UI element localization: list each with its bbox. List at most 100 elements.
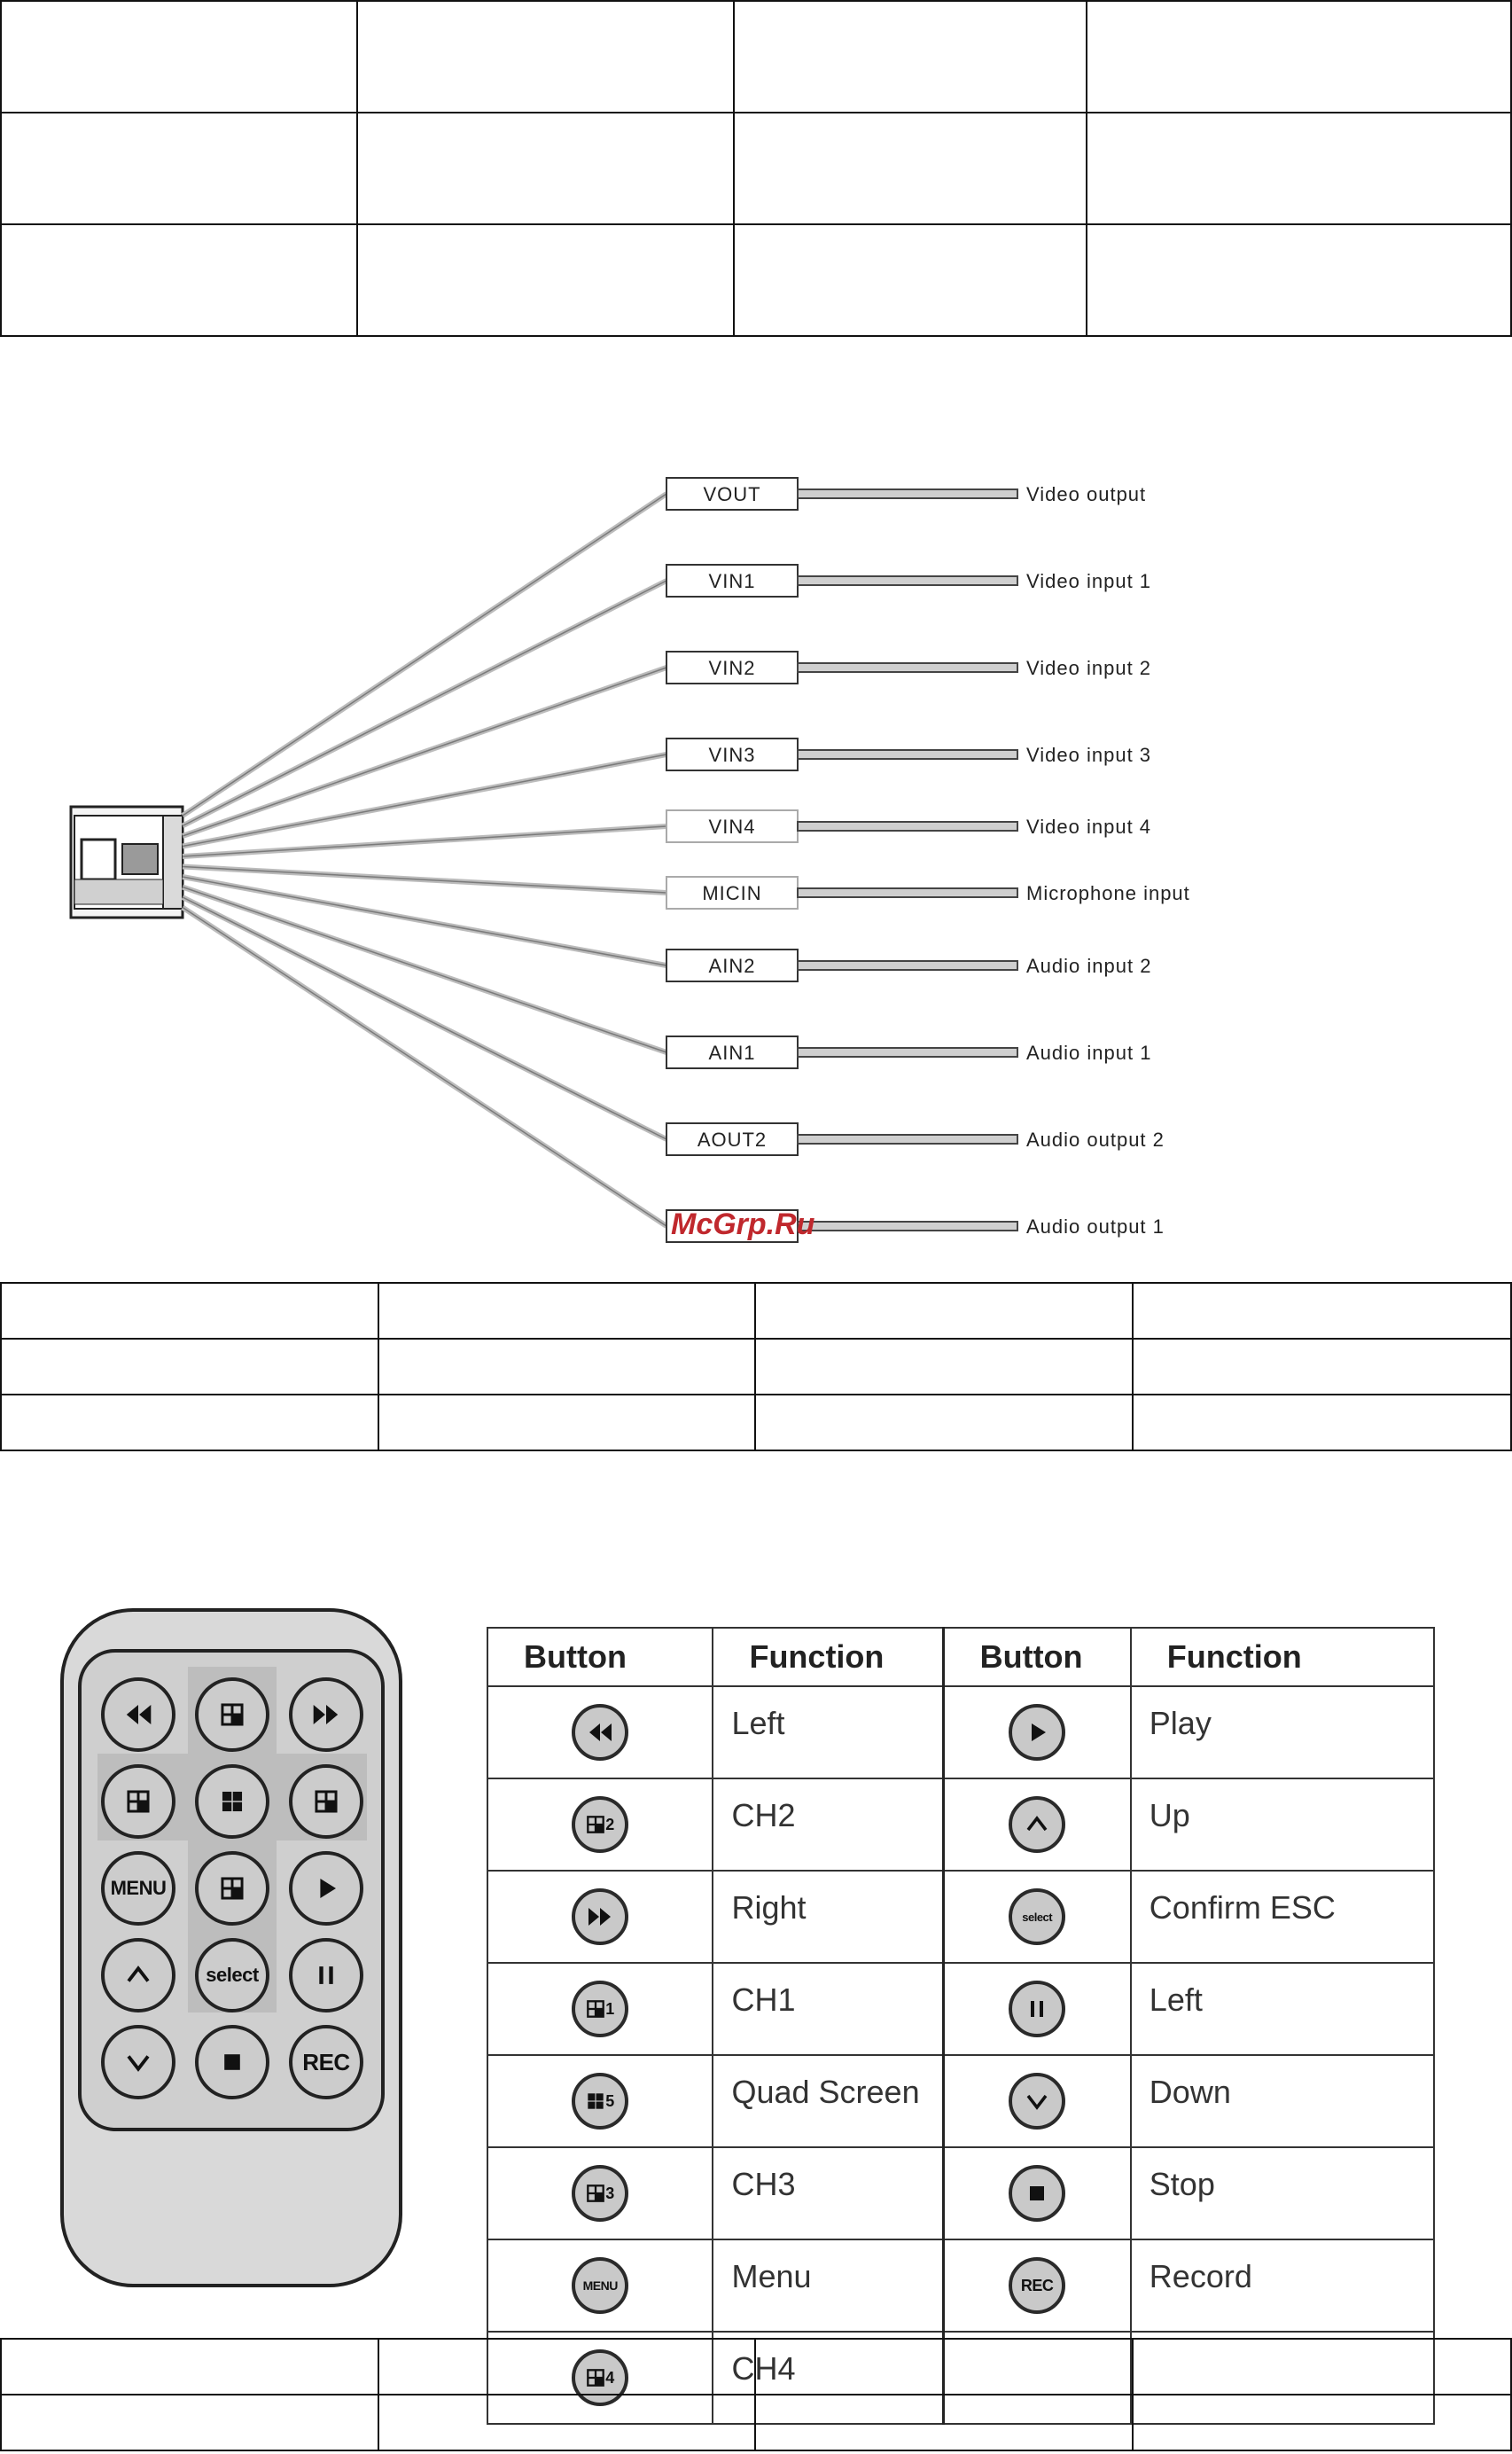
cable	[797, 1221, 1018, 1231]
table-row	[0, 1394, 1512, 1451]
cable	[797, 1134, 1018, 1145]
down-icon	[1009, 2073, 1066, 2130]
stop-icon	[1009, 2165, 1066, 2222]
table-cell	[754, 1394, 1134, 1451]
table-row	[0, 1282, 1512, 1340]
connector-label-box	[666, 949, 799, 982]
function-cell: Play	[1129, 1685, 1436, 1779]
remote-menu-button: MENU	[101, 1851, 175, 1926]
button-cell: 2	[486, 1778, 714, 1872]
remote-ch2-button	[195, 1677, 269, 1752]
table-row	[0, 2394, 1512, 2451]
connector-label: VIN3	[709, 744, 756, 766]
rewind-icon	[572, 1704, 629, 1761]
table-cell	[355, 0, 736, 113]
button-cell: REC	[941, 2239, 1132, 2333]
connector-label: AIN2	[709, 955, 756, 977]
connector-label-box	[666, 1209, 799, 1243]
table-cell	[377, 1394, 756, 1451]
down-icon	[103, 2027, 174, 2098]
header-button: Button	[486, 1627, 714, 1687]
rec-icon: REC	[1009, 2257, 1066, 2314]
header-button: Button	[941, 1627, 1132, 1687]
function-cell: Menu	[712, 2239, 945, 2333]
button-cell	[941, 1685, 1132, 1779]
remote-ch1-button	[101, 1764, 175, 1839]
up-icon	[103, 1940, 174, 2011]
quad-screen-icon: 5	[572, 2073, 629, 2130]
middle-table	[0, 1282, 1512, 1451]
button-cell: MENU	[486, 2239, 714, 2333]
table-cell	[0, 0, 358, 113]
table-row	[0, 112, 1512, 225]
pause-icon	[1009, 1981, 1066, 2037]
table-cell	[754, 2338, 1134, 2395]
function-cell: CH1	[712, 1962, 945, 2056]
remote-rec-button: REC	[289, 2025, 363, 2099]
cable	[797, 488, 1018, 499]
function-cell: CH2	[712, 1778, 945, 1872]
table-cell	[0, 223, 358, 337]
table-cell	[754, 1282, 1134, 1340]
ch1-icon: 1	[572, 1981, 629, 2037]
connector-description: Audio output 2	[1026, 1129, 1165, 1151]
connector-label-box	[666, 1122, 799, 1156]
table-cell	[0, 2338, 379, 2395]
cable	[797, 887, 1018, 898]
table-cell	[733, 112, 1087, 225]
up-icon	[1009, 1796, 1066, 1853]
icon-number: 3	[605, 2184, 615, 2202]
menu-icon: MENU	[103, 1853, 174, 1924]
connector-description: Video input 3	[1026, 744, 1151, 766]
table-cell	[1131, 2394, 1512, 2451]
function-cell: Confirm ESC	[1129, 1870, 1436, 1964]
icon-number: 1	[605, 1999, 615, 2018]
table-cell	[377, 2338, 756, 2395]
watermark: McGrp.Ru	[671, 1207, 815, 1241]
connector-label-box	[666, 876, 799, 910]
icon-text: select	[1022, 1910, 1053, 1924]
button-cell	[941, 2146, 1132, 2240]
function-cell: Down	[1129, 2054, 1436, 2148]
cable	[797, 749, 1018, 760]
function-cell: Up	[1129, 1778, 1436, 1872]
button-cell	[486, 1685, 714, 1779]
table-cell	[733, 223, 1087, 337]
table-cell	[355, 112, 736, 225]
select-icon: select	[1009, 1888, 1066, 1945]
table-row	[0, 2338, 1512, 2395]
connector-label-box	[666, 651, 799, 684]
remote-up-button	[101, 1938, 175, 2012]
table-cell	[754, 1338, 1134, 1395]
connector-label: AOUT2	[698, 1129, 767, 1151]
icon-text: REC	[302, 2048, 350, 2075]
connector-label-box	[666, 564, 799, 598]
cable	[797, 575, 1018, 586]
table-cell	[0, 2394, 379, 2451]
button-cell	[941, 2054, 1132, 2148]
remote-quad-screen-button	[195, 1764, 269, 1839]
table-cell	[0, 1394, 379, 1451]
button-cell: 1	[486, 1962, 714, 2056]
connector-description: Video input 1	[1026, 570, 1151, 592]
table-cell	[1131, 2338, 1512, 2395]
connector-label: VOUT	[703, 483, 760, 505]
rewind-icon	[103, 1679, 174, 1750]
function-cell: Stop	[1129, 2146, 1436, 2240]
remote-fast-forward-button	[289, 1677, 363, 1752]
remote-stop-button	[195, 2025, 269, 2099]
connector-label-box	[666, 738, 799, 771]
connector-label-box	[666, 477, 799, 511]
table-header-row: Button Function Button Function	[486, 1627, 1436, 1687]
table-row	[0, 1338, 1512, 1395]
table-cell	[733, 0, 1087, 113]
button-cell: select	[941, 1870, 1132, 1964]
remote-pause-button	[289, 1938, 363, 2012]
play-icon	[291, 1853, 362, 1924]
